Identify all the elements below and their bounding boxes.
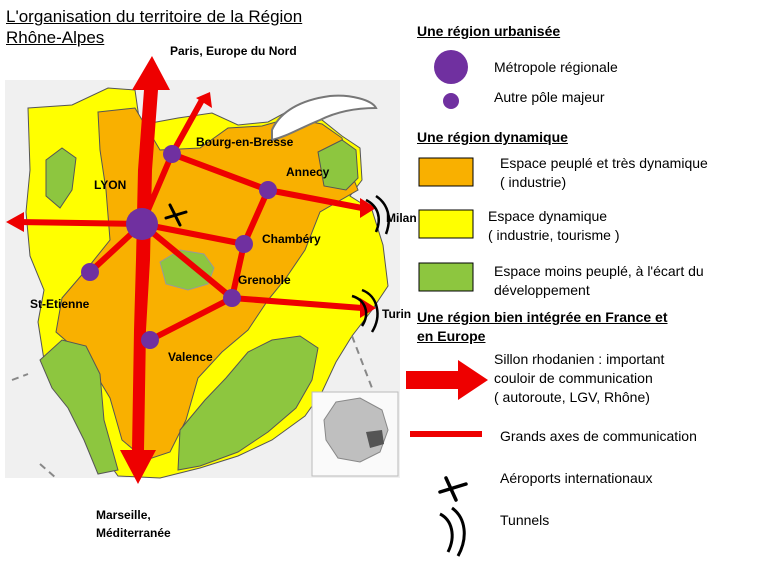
city-annecy-label: Annecy: [286, 165, 330, 179]
city-st-etienne-label: St-Etienne: [30, 297, 90, 311]
arrowhead-north-east: [196, 92, 212, 108]
axis-annecy-milan: [265, 187, 365, 211]
direction-south-label: Marseille, Méditerranée: [96, 508, 171, 540]
map-title: L'organisation du territoire de la Régio…: [6, 6, 302, 48]
title-line-1: L'organisation du territoire de la Régio…: [6, 7, 303, 26]
legend-section-urban: Une région urbanisée: [417, 23, 561, 39]
direction-milan-label: Milan: [386, 211, 417, 225]
legend-peuple-label: Espace peuplé et très dynamique ( indust…: [500, 155, 708, 190]
city-chambery-label: Chambéry: [262, 232, 321, 246]
axis-lyon-grenoble: [139, 221, 235, 301]
axis-chambery-grenoble: [229, 241, 247, 301]
legend-pole-label: Autre pôle majeur: [494, 89, 605, 105]
axis-annecy-chambery: [241, 187, 271, 247]
legend-aeroports-label: Aéroports internationaux: [500, 470, 653, 486]
pole-st-etienne: [81, 263, 99, 281]
axis-west: [15, 219, 145, 227]
arrowhead-west: [6, 212, 24, 232]
legend-section-integrated: Une région bien intégrée en France et en…: [417, 309, 668, 344]
city-lyon-label: LYON: [94, 178, 127, 192]
legend-metropole-symbol: [434, 50, 468, 84]
legend-airport-icon: [438, 476, 468, 502]
pole-valence: [141, 331, 159, 349]
zone-moins-nord-ouest: [45, 147, 77, 209]
legend-sillon-label: Sillon rhodanien : important couloir de …: [494, 351, 665, 405]
legend-tunnels-label: Tunnels: [500, 512, 550, 528]
title-line-2: Rhône-Alpes: [6, 28, 105, 47]
legend-axes-label: Grands axes de communication: [500, 428, 697, 444]
arrowhead-milan: [360, 198, 376, 218]
axis-lyon-chambery: [139, 221, 247, 247]
legend-peuple-swatch: [418, 157, 474, 187]
airport-lyon-icon: [164, 203, 188, 227]
axis-grenoble-valence: [147, 295, 235, 343]
legend-dynamique-swatch: [418, 209, 474, 239]
axis-north-east: [169, 97, 205, 157]
zone-moins-ouest: [39, 339, 119, 475]
direction-turin-label: Turin: [382, 307, 412, 321]
legend-metropole-label: Métropole régionale: [494, 59, 618, 75]
legend-moins-label: Espace moins peuplé, à l'écart du dévelo…: [494, 263, 704, 298]
border-dashed-west: [11, 373, 57, 479]
pole-bourg: [163, 145, 181, 163]
pole-grenoble: [223, 289, 241, 307]
legend-dynamique-label: Espace dynamique ( industrie, tourisme ): [488, 208, 620, 243]
direction-north-label: Paris, Europe du Nord: [170, 44, 297, 58]
legend-moins-swatch: [418, 262, 474, 292]
legend-section-dynamic: Une région dynamique: [417, 129, 568, 145]
pole-chambery: [235, 235, 253, 253]
tunnel-turin-icon: [351, 288, 379, 333]
legend-sillon-arrow: [406, 360, 488, 400]
legend-pole-symbol: [443, 93, 459, 109]
axis-bourg-annecy: [169, 151, 271, 193]
legend-tunnel-icon: [439, 506, 466, 557]
city-valence-label: Valence: [168, 350, 213, 364]
zone-moins-est: [317, 139, 359, 191]
lake-area: [159, 249, 215, 291]
tunnel-milan-icon: [365, 194, 390, 235]
lake-leman-outline: [271, 94, 378, 142]
pole-annecy: [259, 181, 277, 199]
france-inset-rhone-alpes: [366, 430, 384, 448]
zone-moins-sud: [177, 335, 319, 471]
city-grenoble-label: Grenoble: [238, 273, 291, 287]
sillon-rhodanien: [120, 56, 170, 484]
city-bourg-label: Bourg-en-Bresse: [196, 135, 294, 149]
metropole-lyon: [126, 208, 158, 240]
axis-grenoble-turin: [229, 295, 365, 311]
